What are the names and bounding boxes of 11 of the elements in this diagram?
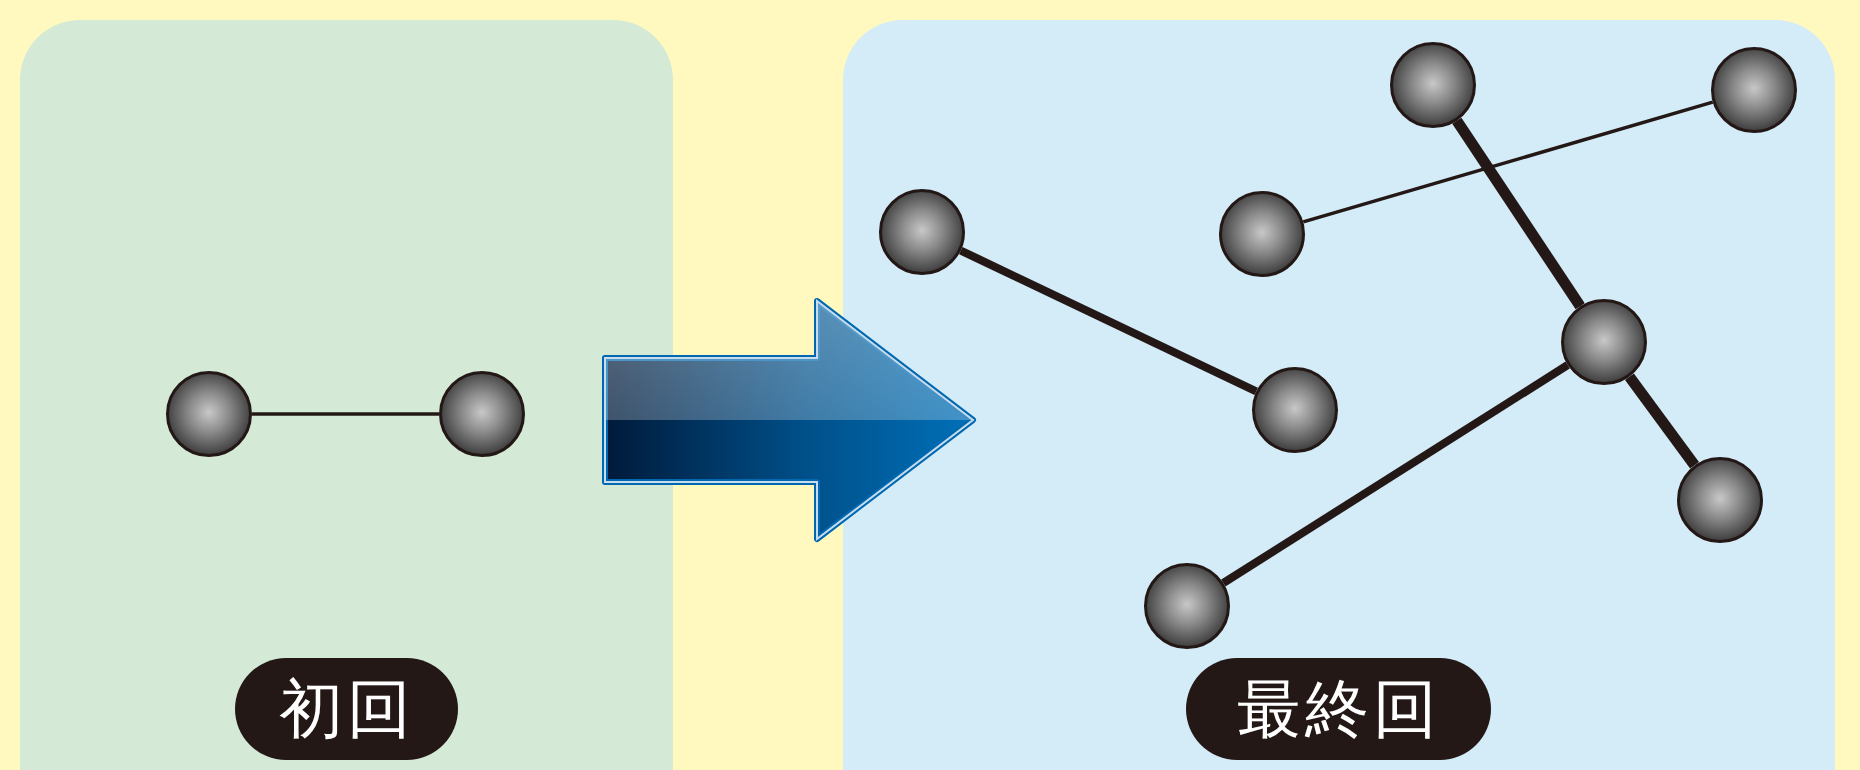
- connector-line: [1452, 117, 1585, 310]
- connector-line: [959, 246, 1258, 396]
- label-pill: 初回: [235, 658, 458, 760]
- panel-background: [20, 20, 673, 770]
- connector-line: [1625, 373, 1699, 469]
- sphere-node: [1561, 299, 1647, 385]
- label-pill: 最終回: [1186, 658, 1491, 760]
- connector-line: [1221, 361, 1570, 587]
- connector-line: [252, 412, 439, 416]
- panel-background: [843, 20, 1835, 770]
- connector-line: [1302, 100, 1714, 224]
